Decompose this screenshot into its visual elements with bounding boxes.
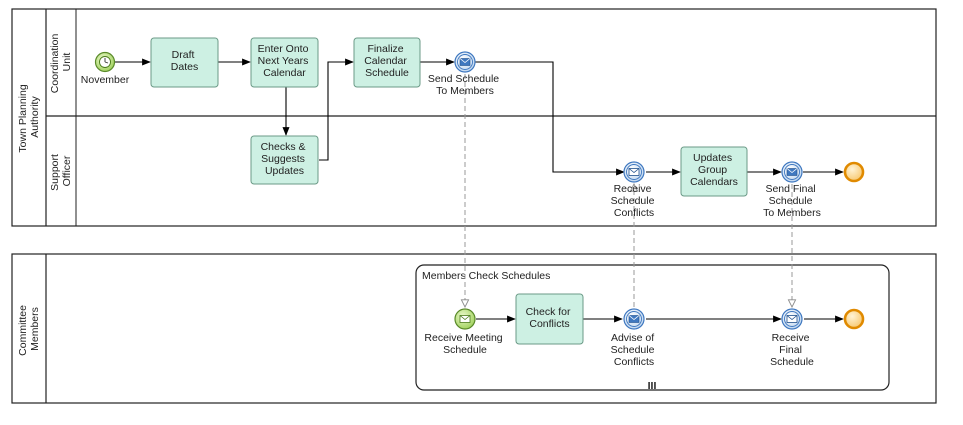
- end-event-subprocess[interactable]: [843, 308, 865, 330]
- svg-text:Draft Dates: Draft Dates: [171, 49, 198, 73]
- multi-instance-marker: III: [648, 380, 657, 392]
- svg-text:Finalize Calendar: Finalize Calendar Schedule: [364, 43, 410, 79]
- lane-label-support-officer: Support Officer: [49, 151, 73, 191]
- event-label-november: November: [81, 74, 130, 86]
- task-updates-group[interactable]: Updates Group Calendars: [680, 146, 748, 197]
- svg-text:Checks & Suggests: Checks & Suggests Updates: [261, 141, 309, 177]
- pool-label-committee: Committee Members: [17, 302, 41, 356]
- event-send-final[interactable]: Send Final Schedule To Members: [763, 161, 821, 219]
- svg-text:Check for Conflicts: Check for Conflicts: [526, 306, 574, 330]
- svg-text:Enter Onto Next Years: Enter Onto Next Years Calendar: [258, 43, 312, 79]
- svg-text:Advise of Schedule: Advise of Schedule Conflicts: [611, 332, 658, 368]
- event-receive-conflicts[interactable]: Receive Schedule Conflicts: [611, 161, 658, 219]
- subprocess-members-check-schedules[interactable]: Members Check Schedules III: [415, 264, 890, 392]
- svg-text:Receive Meeting Schedule: Receive Meeting Schedule: [424, 332, 505, 356]
- event-receive-meeting[interactable]: Receive Meeting Schedule: [424, 308, 505, 356]
- task-draft-dates[interactable]: Draft Dates: [150, 37, 219, 88]
- lane-label-coordination-unit: Coordination Unit: [49, 31, 73, 93]
- pool-label-town-planning: Town Planning Authority: [17, 81, 41, 152]
- task-enter-calendar[interactable]: Enter Onto Next Years Calendar: [250, 37, 319, 88]
- svg-text:Receive Final Sche: Receive Final Schedule: [770, 332, 814, 368]
- message-flows: [465, 74, 792, 307]
- envelope-icon: [786, 168, 798, 176]
- envelope-icon: [786, 315, 798, 323]
- event-receive-final[interactable]: Receive Final Schedule: [770, 308, 814, 368]
- envelope-icon: [628, 168, 640, 176]
- svg-text:Send Schedule To Members: Send Schedule To Members: [428, 73, 502, 97]
- envelope-icon: [459, 58, 471, 66]
- start-event-timer[interactable]: November: [81, 51, 130, 87]
- task-finalize-calendar[interactable]: Finalize Calendar Schedule: [353, 37, 421, 88]
- end-event-authority[interactable]: [843, 161, 865, 183]
- svg-text:Updates Group Cale: Updates Group Calendars: [690, 152, 738, 188]
- svg-text:Send Final Schedule: Send Final Schedule To Members: [763, 183, 821, 219]
- event-send-schedule[interactable]: Send Schedule To Members: [428, 51, 502, 97]
- sequence-flows: [115, 58, 844, 323]
- event-advise-conflicts[interactable]: Advise of Schedule Conflicts: [611, 308, 658, 368]
- task-check-conflicts[interactable]: Check for Conflicts: [515, 293, 584, 345]
- envelope-icon: [628, 315, 640, 323]
- svg-text:Receive Schedule C: Receive Schedule Conflicts: [611, 183, 658, 219]
- task-checks-suggests[interactable]: Checks & Suggests Updates: [250, 135, 319, 185]
- envelope-icon: [459, 315, 471, 323]
- subprocess-label: Members Check Schedules: [422, 270, 550, 282]
